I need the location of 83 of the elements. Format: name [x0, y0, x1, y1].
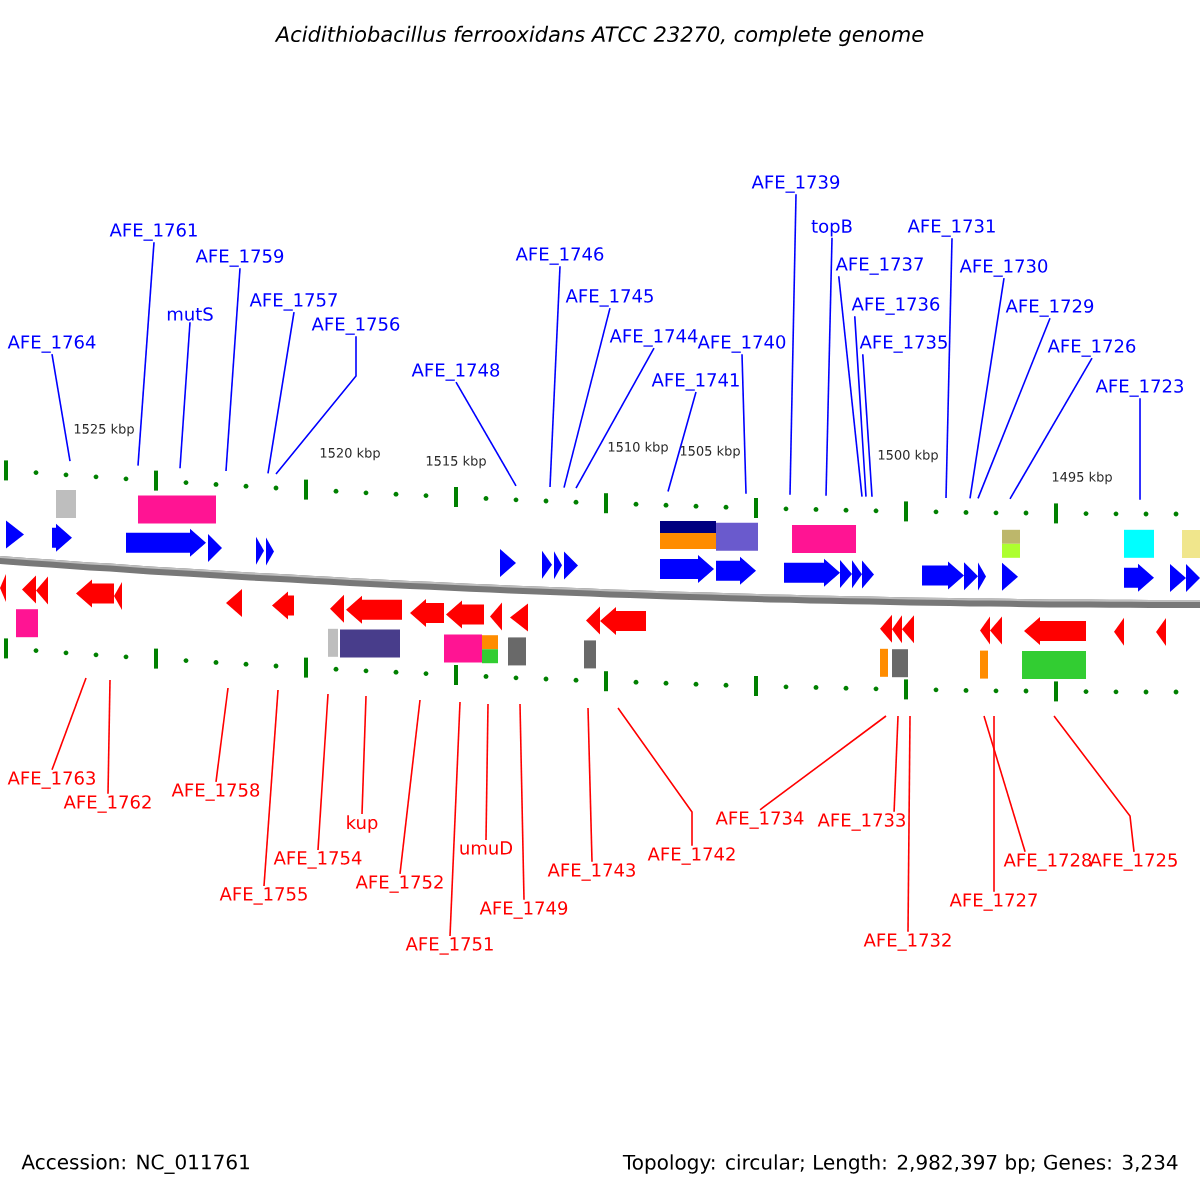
gene-label: mutS	[167, 307, 213, 321]
footer-text: Accession: NC_011761	[21, 1154, 249, 1174]
gene-label: AFE_1735	[859, 335, 947, 353]
gene-label: AFE_1732	[863, 933, 951, 951]
gene-label: AFE_1752	[355, 875, 443, 893]
leader-line	[361, 695, 367, 815]
gene-label: AFE_1746	[515, 247, 604, 265]
gene-label: AFE_1734	[715, 811, 804, 829]
leader-line	[563, 307, 611, 489]
gene-label: AFE_1725	[1089, 853, 1177, 871]
leader-line	[137, 241, 155, 467]
leader-line	[907, 715, 911, 933]
gene-label: AFE_1731	[907, 219, 995, 237]
leader-line	[455, 381, 517, 487]
leader-line	[789, 193, 797, 496]
leader-line	[1139, 397, 1141, 501]
title: Acidithiobacillus ferrooxidans ATCC 23270, complete genome	[274, 25, 924, 47]
gene-label: AFE_1742	[647, 847, 735, 865]
gene-label: AFE_1757	[249, 293, 337, 311]
gene-label: AFE_1754	[273, 851, 362, 869]
leader-line	[945, 237, 953, 499]
leader-line	[51, 677, 87, 771]
gene-label: topB	[811, 219, 852, 237]
gene-label: AFE_1755	[219, 887, 307, 905]
leader-line	[575, 347, 655, 489]
leader-line	[263, 689, 279, 887]
gene-label: AFE_1759	[195, 249, 284, 267]
gene-label: AFE_1737	[835, 257, 923, 275]
gene-label: AFE_1756	[311, 317, 400, 335]
leader-line	[893, 715, 899, 813]
leader-line	[587, 707, 593, 863]
gene-label: AFE_1728	[1003, 853, 1092, 871]
gene-label: umuD	[460, 841, 513, 855]
leader-line	[549, 265, 561, 488]
leader-line	[107, 679, 111, 795]
leader-line	[759, 715, 887, 811]
footer-text: Topology: circular; Length: 2,982,397 bp; Genes: 3,234	[622, 1154, 1178, 1174]
gene-label: AFE_1743	[547, 863, 635, 881]
gene-label: AFE_1763	[7, 771, 95, 789]
gene-label: AFE_1723	[1095, 379, 1183, 397]
gene-label: AFE_1729	[1005, 299, 1094, 317]
leader-line	[179, 321, 191, 469]
gene-label: AFE_1736	[851, 297, 940, 315]
leader-line	[399, 699, 421, 875]
leader-line	[993, 715, 995, 893]
gene-label: AFE_1741	[651, 373, 739, 391]
gene-label: AFE_1762	[63, 795, 151, 813]
leader-line	[861, 353, 873, 498]
gene-label: AFE_1733	[817, 813, 905, 831]
gene-label: AFE_1726	[1047, 339, 1136, 357]
leader-line	[825, 237, 833, 497]
leader-line	[215, 687, 229, 783]
leader-line	[977, 317, 1051, 500]
gene-label: AFE_1739	[751, 175, 840, 193]
gene-label: AFE_1740	[697, 335, 786, 353]
leader-line	[449, 701, 461, 937]
leader-line	[969, 277, 1005, 500]
gene-label: AFE_1745	[565, 289, 653, 307]
gene-label: AFE_1748	[411, 363, 500, 381]
leader-line	[225, 267, 241, 472]
gene-label: AFE_1758	[171, 783, 260, 801]
gene-label: kup	[347, 815, 378, 833]
leader-line	[1053, 715, 1135, 853]
gene-label: AFE_1764	[7, 335, 96, 353]
leader-line	[667, 391, 697, 493]
gene-label: AFE_1727	[949, 893, 1037, 911]
leader-line	[983, 715, 1026, 853]
leader-line	[1009, 357, 1093, 500]
leader-line	[267, 311, 295, 475]
gene-label: AFE_1751	[405, 937, 493, 955]
leader-line	[837, 275, 863, 498]
leader-line	[519, 703, 525, 901]
leader-line	[317, 693, 329, 851]
gene-label: AFE_1749	[479, 901, 568, 919]
leader-line	[741, 353, 747, 495]
leader-line	[617, 707, 693, 847]
gene-label: AFE_1730	[959, 259, 1048, 277]
gene-label: AFE_1761	[109, 223, 197, 241]
leader-line	[853, 315, 867, 498]
leader-line	[275, 335, 357, 475]
leader-line	[485, 703, 489, 841]
leader-line	[51, 353, 71, 462]
gene-label: AFE_1744	[609, 329, 698, 347]
